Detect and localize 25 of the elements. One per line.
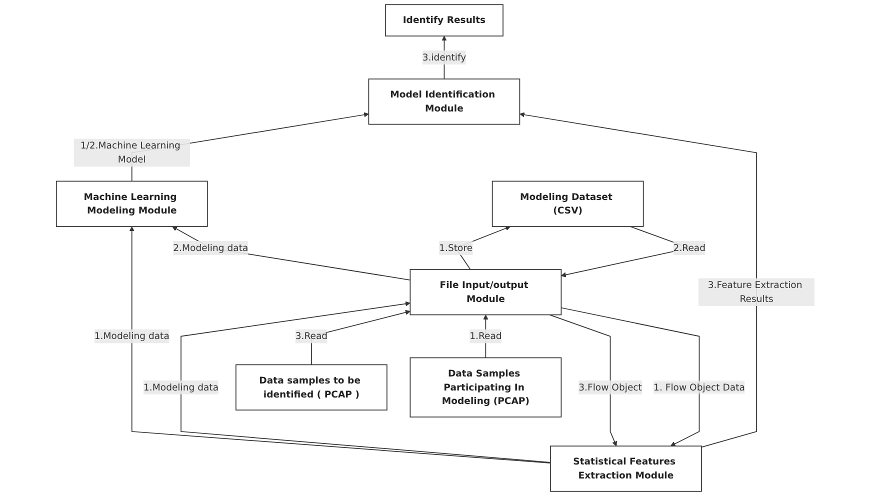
arrow xyxy=(560,307,700,446)
arrow xyxy=(549,314,617,446)
node-box: Modeling Dataset (CSV) xyxy=(492,180,644,227)
node-box: Data samples to be identified ( PCAP ) xyxy=(236,364,388,410)
edge-label: 3.Flow Object xyxy=(578,382,642,393)
edge-label: 1. Flow Object Data xyxy=(654,382,745,393)
edge-label: 1.Modeling data xyxy=(94,330,170,342)
edge-label: 3.Feature Extraction Results xyxy=(708,279,802,304)
node-box: Model Identification Module xyxy=(368,78,520,125)
edge-label: 1.Modeling data xyxy=(144,382,219,393)
arrow xyxy=(519,112,757,448)
edge-label: 1.Read xyxy=(470,330,502,342)
node-box: File Input/output Module xyxy=(410,269,562,316)
node-box: Data Samples Participating In Modeling (PCAP) xyxy=(410,357,562,418)
edge-label: 3.identify xyxy=(422,52,466,63)
node-box: Statistical Features Extraction Module xyxy=(550,446,702,492)
edge-label: 1.Store xyxy=(439,242,473,254)
edge-label: 2.Read xyxy=(673,242,706,254)
edge-label: 3.Read xyxy=(295,330,328,342)
node-box: Identify Results xyxy=(384,4,504,36)
arrow xyxy=(180,301,551,463)
edge-label: 2.Modeling data xyxy=(173,242,248,254)
arrow xyxy=(172,226,411,280)
edge-label: 1/2.Machine Learning Model xyxy=(80,140,180,165)
node-box: Machine Learning Modeling Module xyxy=(56,180,208,227)
